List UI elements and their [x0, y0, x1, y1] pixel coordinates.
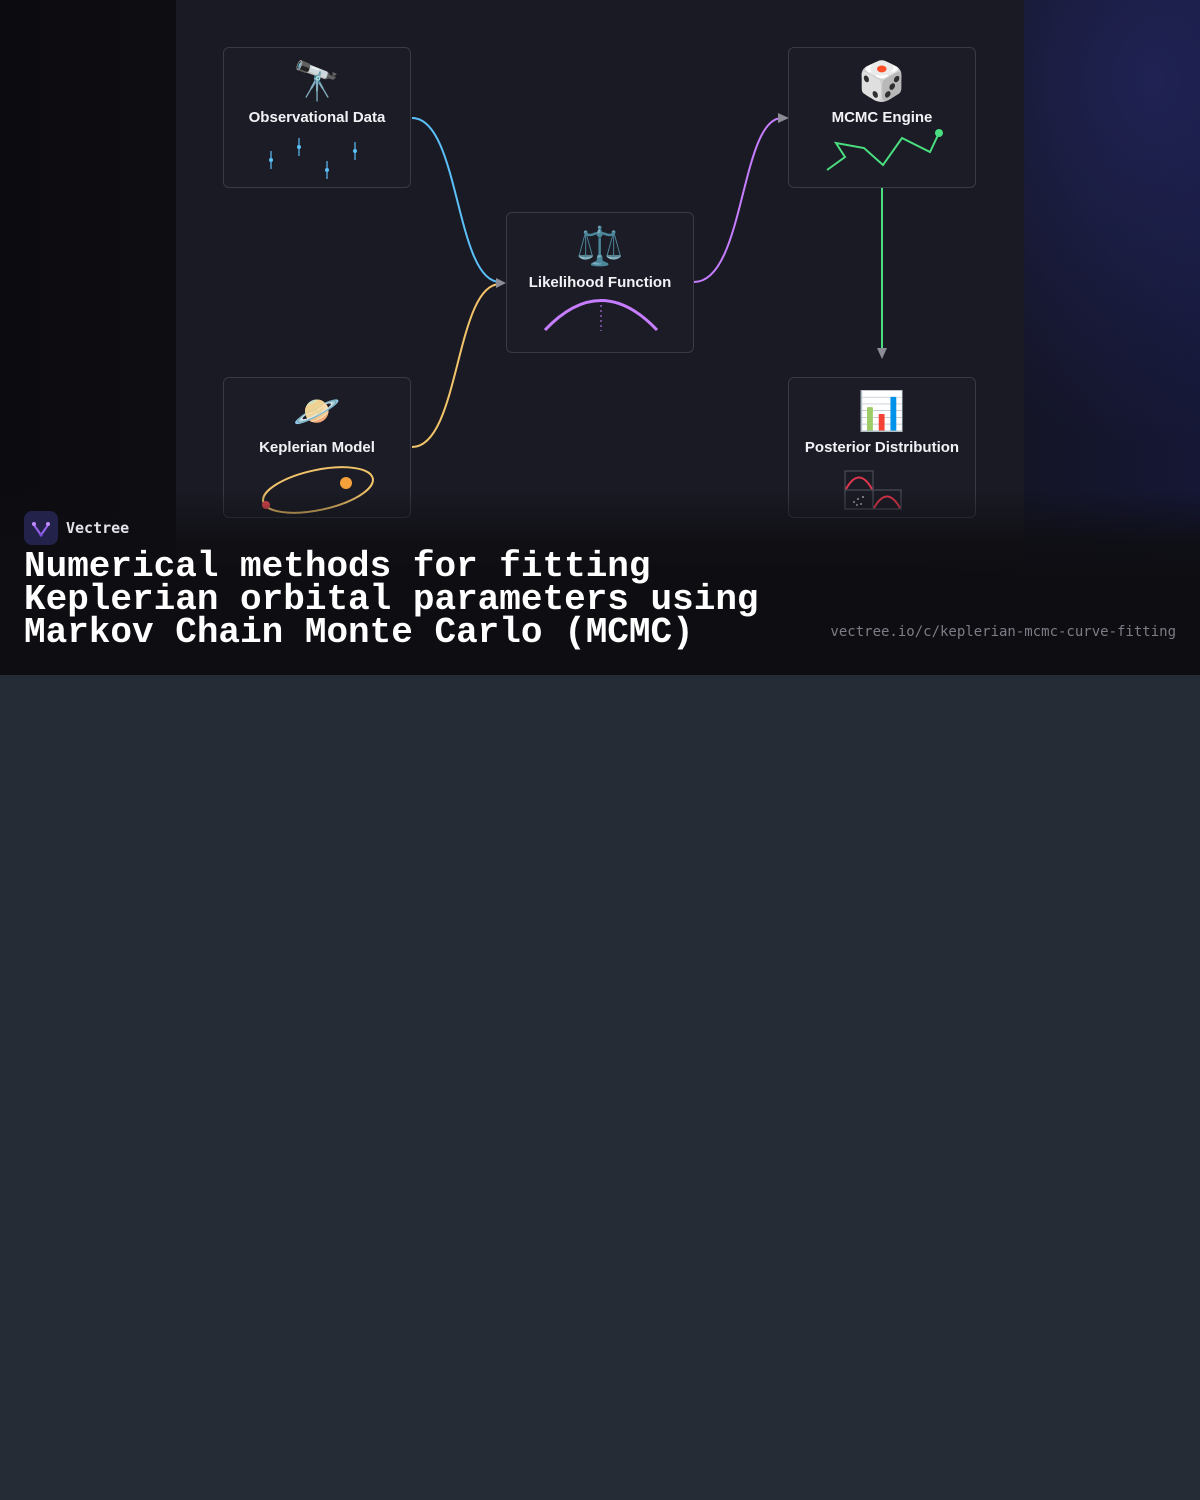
arrowhead-mcmc-in	[778, 113, 789, 123]
arrowhead-likelihood-in	[496, 278, 506, 288]
edge-likelihood-to-mcmc	[693, 117, 783, 283]
page-url-link[interactable]: vectree.io/c/keplerian-mcmc-curve-fittin…	[830, 624, 1176, 640]
likelihood-curve-illustration	[543, 299, 659, 332]
edge-observational-to-likelihood	[411, 117, 501, 283]
node-label: MCMC Engine	[831, 109, 933, 126]
data-points-illustration	[269, 138, 357, 179]
edge-keplerian-to-likelihood	[411, 283, 501, 448]
diagram-card: 🔭 Observational Data 🪐 Keplerian Model	[0, 0, 1200, 675]
die-icon: 🎲	[858, 59, 906, 103]
brand-name: Vectree	[66, 519, 130, 537]
node-likelihood-function[interactable]: ⚖️ Likelihood Function	[506, 212, 694, 353]
node-mcmc-engine[interactable]: 🎲 MCMC Engine	[788, 47, 976, 188]
vectree-logo-icon	[24, 511, 58, 545]
node-observational-data[interactable]: 🔭 Observational Data	[223, 47, 411, 188]
node-label: Keplerian Model	[259, 439, 375, 456]
arrowhead-posterior-in	[877, 348, 887, 359]
ringed-planet-icon: 🪐	[293, 389, 341, 433]
node-label: Posterior Distribution	[804, 439, 960, 456]
balance-scale-icon: ⚖️	[576, 224, 624, 268]
page-title: Numerical methods for fitting Keplerian …	[24, 546, 759, 653]
bar-chart-icon: 📊	[858, 389, 906, 433]
node-label: Observational Data	[248, 109, 386, 126]
edges-layer	[411, 113, 887, 448]
node-label: Likelihood Function	[528, 274, 672, 291]
telescope-icon: 🔭	[293, 59, 341, 103]
markov-chain-trace-illustration	[826, 129, 943, 171]
footer-overlay	[0, 490, 1200, 675]
